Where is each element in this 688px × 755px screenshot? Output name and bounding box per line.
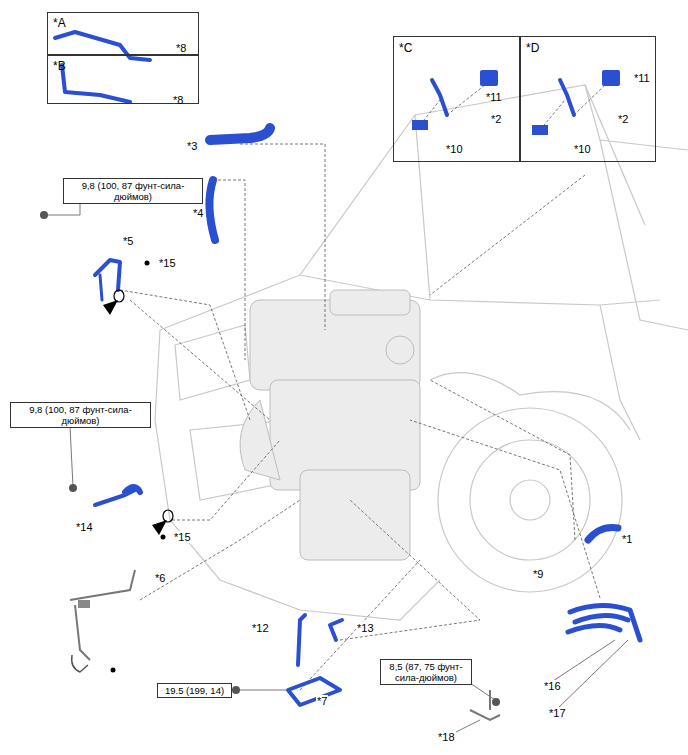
callout-number: *11 <box>634 72 650 84</box>
view-letter: *C <box>399 41 412 55</box>
callout-number: *4 <box>192 207 204 219</box>
torque-value: 9,8 (100, 87 фунт-сила-дюймов) <box>29 404 132 426</box>
callout-number: *12 <box>251 622 270 634</box>
torque-spec-box: 19.5 (199, 14) <box>157 683 232 698</box>
callout-number: *17 <box>548 707 567 719</box>
torque-value: 9,8 (100, 87 фунт-сила-дюймов) <box>82 180 185 202</box>
callout-number: *15 <box>173 531 192 543</box>
inset-panel: *D *11 *2 *10 <box>520 36 656 162</box>
callout-number: *1 <box>621 533 633 545</box>
callout-number: *6 <box>154 572 166 584</box>
callout-number: *2 <box>618 113 628 125</box>
callout-number: *15 <box>158 257 177 269</box>
callout-number: *16 <box>543 680 562 692</box>
callout-number: *9 <box>532 568 544 580</box>
callout-number: *18 <box>437 731 456 743</box>
torque-spec-box: 8,5 (87, 75 фунт-сила-дюймов) <box>380 659 472 685</box>
torque-spec-box: 9,8 (100, 87 фунт-сила-дюймов) <box>10 402 151 428</box>
callout-number: *7 <box>316 695 328 707</box>
callout-number: *14 <box>75 521 94 533</box>
inset-panel: *B *8 <box>47 55 199 104</box>
callout-number: *2 <box>491 113 501 125</box>
torque-spec-box: 9,8 (100, 87 фунт-сила-дюймов) <box>63 178 203 204</box>
callout-number: *8 <box>176 42 186 54</box>
inset-panel: *A *8 <box>47 12 199 55</box>
callout-number: *5 <box>122 235 134 247</box>
callout-number: *10 <box>574 143 591 155</box>
callout-number: *13 <box>356 622 375 634</box>
callout-number: *11 <box>486 91 502 103</box>
view-letter: *B <box>53 59 66 73</box>
inset-panel: *C *11 *2 *10 <box>393 36 520 162</box>
callout-number: *10 <box>446 143 463 155</box>
torque-value: 8,5 (87, 75 фунт-сила-дюймов) <box>389 661 462 683</box>
view-letter: *D <box>526 41 539 55</box>
callout-number: *8 <box>173 94 183 106</box>
torque-value: 19.5 (199, 14) <box>165 685 224 696</box>
callout-number: *3 <box>186 140 198 152</box>
view-letter: *A <box>53 16 66 30</box>
